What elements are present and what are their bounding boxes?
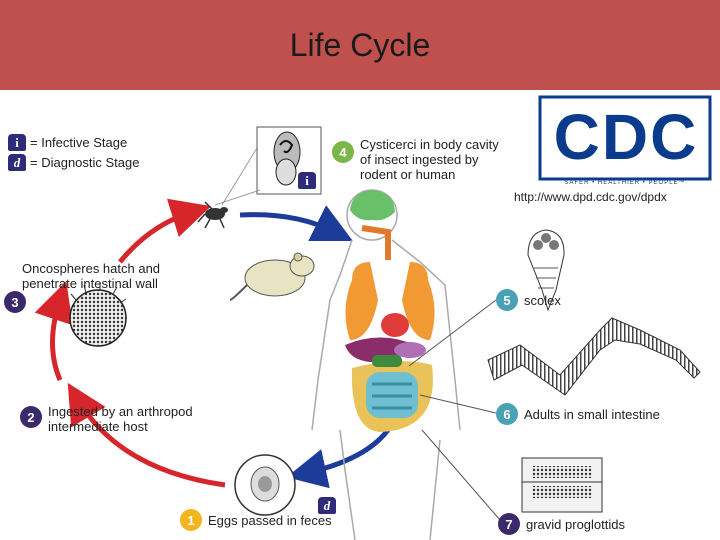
infective-marker-icon: i [298,172,316,189]
proglottid-picture [521,457,603,513]
stage-3-badge: 3 [4,291,26,313]
stage-1-label: Eggs passed in feces [208,513,332,528]
brain-picture [350,190,395,221]
diagnostic-stage-symbol: d [8,154,26,171]
stage-7-label: gravid proglottids [526,517,625,532]
arrow-egg-to-arthropod [67,382,226,488]
stage-4-label: Cysticerci in body cavity of insect inge… [360,137,499,182]
cdc-url: http://www.dpd.cdc.gov/dpdx [514,190,667,204]
slide-title: Life Cycle [289,26,431,63]
adult-worm-picture [487,317,701,396]
stage-7-badge: 7 [498,513,520,535]
stage-2-badge: 2 [20,406,42,428]
stage-5-badge: 5 [496,289,518,311]
human-body-outline [311,189,461,540]
oncosphere-picture [69,289,127,347]
heart-picture [381,313,409,337]
title-banner: Life Cycle [0,0,720,90]
cdc-logo-box [538,95,712,181]
stage-4-badge: 4 [332,141,354,163]
diagnostic-marker-icon: d [318,497,336,514]
beetle-insect-picture [197,201,228,229]
cdc-tagline: SAFER • HEALTHIER • PEOPLE™ [564,180,686,186]
stage-3-label: Oncospheres hatch and penetrate intestin… [22,261,161,291]
infective-stage-symbol: i [8,134,26,151]
stage-5-label: scolex [524,293,561,308]
lungs-picture [345,262,378,340]
stage-6-label: Adults in small intestine [524,407,660,422]
stage-6-badge: 6 [496,403,518,425]
arrow-human-to-egg [286,428,390,489]
cdc-logo-text: CDC [553,101,699,173]
diagnostic-stage-label: = Diagnostic Stage [30,155,140,170]
arrow-arthropod-to-oncosphere [34,281,73,381]
scolex-picture [527,229,565,312]
arrow-insect-to-human [239,205,353,241]
stage-2-label: Ingested by an arthropod intermediate ho… [48,404,193,434]
stage-1-badge: 1 [180,509,202,531]
infective-stage-label: = Infective Stage [30,135,128,150]
arrow-oncosphere-to-insect [118,198,212,264]
rodent-picture [229,252,315,301]
